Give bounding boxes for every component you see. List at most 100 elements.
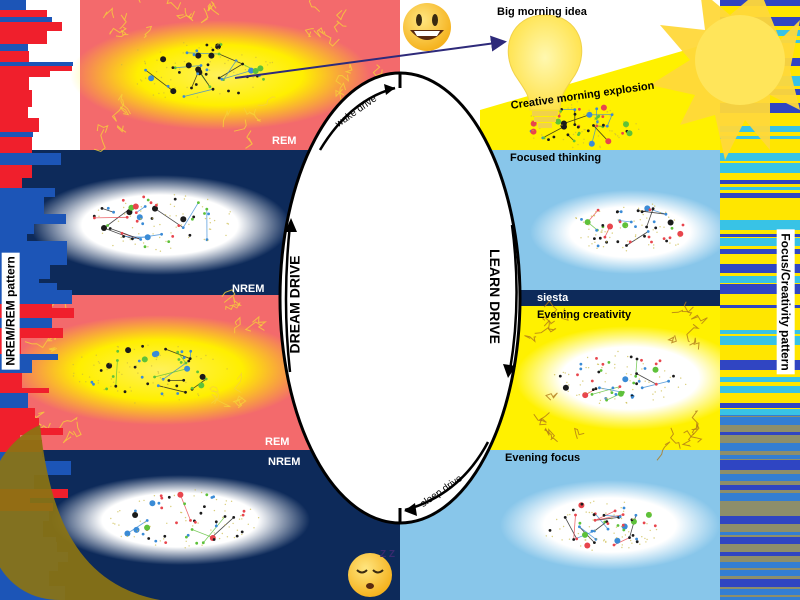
dream-drive-arrow [284, 218, 297, 373]
pattern-stripe [720, 284, 800, 294]
learn-drive-arrow [503, 224, 518, 378]
pattern-stripe [720, 264, 800, 273]
left-panel-rem-top [70, 0, 400, 150]
pattern-bar [0, 118, 39, 132]
pattern-stripe [720, 321, 800, 328]
pattern-bar [0, 44, 28, 51]
pattern-stripe [720, 310, 800, 318]
pattern-bar [0, 214, 66, 224]
pattern-stripe [720, 403, 800, 408]
pattern-bar [0, 234, 27, 241]
pattern-bar [0, 304, 52, 308]
pattern-stripe [720, 193, 800, 198]
pattern-bar [0, 22, 62, 31]
pattern-stripe [720, 163, 800, 173]
right-panel-evening-focus [400, 450, 720, 600]
pattern-bar [0, 354, 58, 360]
pattern-bar [0, 77, 29, 90]
nrem-rem-pattern-label: NREM/REM pattern [1, 252, 20, 370]
wake-drive-arrow [318, 84, 396, 151]
pattern-stripe [720, 372, 800, 376]
pattern-stripe [720, 386, 800, 393]
pattern-stripe [720, 336, 800, 345]
pattern-stripe [720, 174, 800, 178]
pattern-stripe [720, 206, 800, 216]
pattern-bar [0, 0, 26, 10]
pattern-bar [0, 62, 73, 66]
sleep-drive-arrow [404, 441, 490, 516]
evening-creativity-label: Evening creativity [537, 309, 632, 321]
pattern-bar [0, 388, 49, 393]
pattern-stripe [720, 276, 800, 283]
creative-glow [10, 315, 310, 425]
pattern-stripe [720, 297, 800, 302]
siesta-label: siesta [537, 292, 569, 304]
pattern-bar [0, 393, 28, 408]
pattern-bar [0, 418, 39, 428]
pattern-bar [0, 197, 44, 214]
pattern-stripe [720, 238, 800, 246]
pattern-bar [0, 90, 32, 107]
focus-glow [530, 190, 730, 274]
pattern-stripe [720, 147, 800, 152]
evening-focus-label: Evening focus [505, 452, 581, 464]
focus-glow [500, 480, 720, 570]
focus-glow [50, 475, 310, 565]
pattern-bar [0, 178, 22, 188]
creative-glow [515, 326, 745, 430]
top-idea-label: Big morning idea [497, 6, 587, 18]
idea-connector-arrow [234, 35, 507, 79]
pattern-stripe [720, 220, 800, 230]
pattern-stripe [720, 377, 800, 382]
brain-network [121, 41, 274, 99]
pattern-bar [0, 318, 52, 328]
pattern-stripe [720, 360, 800, 370]
cycle-oval [278, 71, 522, 525]
pattern-stripe [720, 199, 800, 205]
pattern-bar [0, 165, 32, 178]
pattern-stripe [720, 396, 800, 402]
dream-drive-label: DREAM DRIVE [286, 255, 303, 354]
pattern-bar [0, 17, 52, 22]
crescent-moon-icon [0, 425, 160, 600]
pattern-bar [0, 283, 57, 290]
pattern-bar [0, 224, 34, 234]
pattern-bar [0, 308, 74, 318]
pattern-bar [0, 241, 67, 248]
pattern-bar [0, 373, 22, 388]
pattern-bar [0, 153, 61, 165]
brain-network [575, 203, 685, 252]
brain-network [72, 344, 228, 404]
pattern-stripe [720, 140, 800, 145]
pattern-bar [0, 66, 72, 71]
learn-drive-label: LEARN DRIVE [486, 249, 503, 344]
pattern-bar [0, 137, 32, 153]
pattern-bar [0, 107, 28, 118]
pattern-stripe [720, 409, 800, 416]
pattern-bar [0, 328, 63, 338]
sleeping-face-icon [348, 553, 392, 597]
sun-icon [650, 0, 800, 160]
pattern-bar [0, 132, 33, 137]
pattern-stripe [720, 187, 800, 190]
brain-network [110, 489, 260, 549]
focused-thinking-label: Focused thinking [510, 152, 602, 164]
pattern-stripe [720, 249, 800, 254]
rem-label-1: REM [272, 135, 297, 147]
pattern-stripe [720, 153, 800, 161]
nrem-label-1: NREM [232, 283, 265, 295]
lightbulb-icon [507, 14, 583, 128]
pattern-bar [0, 188, 55, 197]
nrem-label-2: NREM [268, 456, 301, 468]
zzz-label: Z Z [380, 549, 395, 560]
pattern-stripe [720, 256, 800, 260]
pattern-stripe [720, 330, 800, 334]
brain-network [545, 500, 658, 551]
pattern-bar [0, 51, 29, 62]
pattern-bar [0, 435, 20, 440]
pattern-stripe [720, 234, 800, 237]
pattern-stripe [720, 180, 800, 184]
creative-glow [70, 20, 370, 130]
